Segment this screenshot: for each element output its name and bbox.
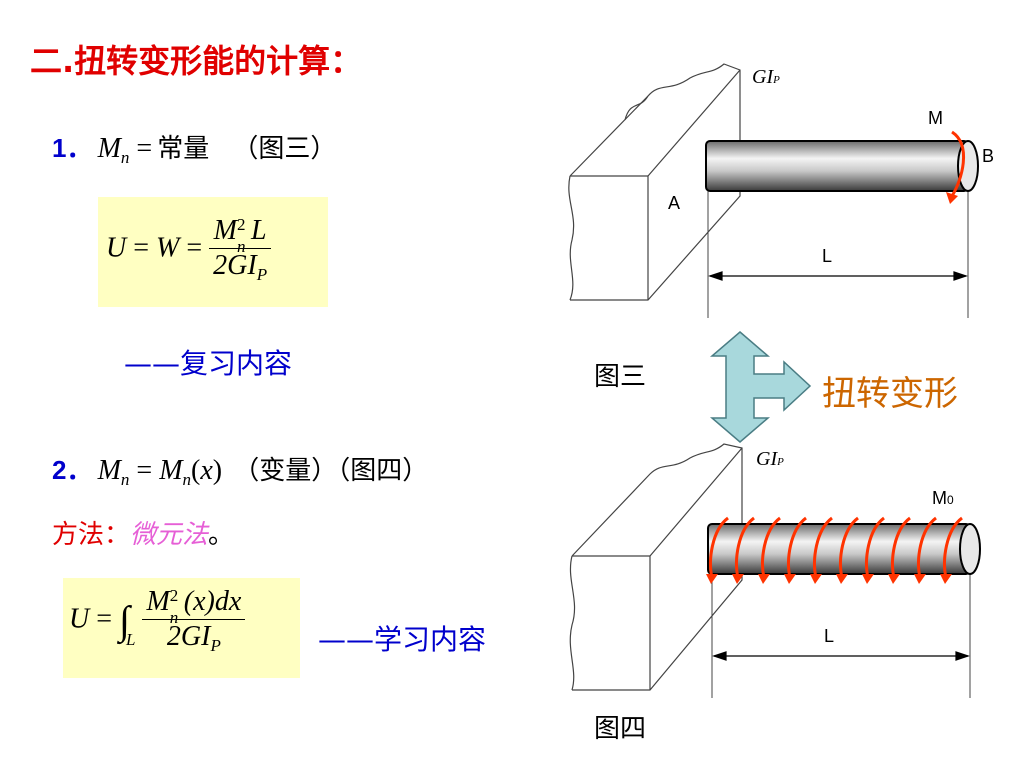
fig3-length-label: L	[822, 246, 833, 266]
item2-rhs-sub: n	[182, 470, 192, 489]
formula1-num-m: M	[213, 215, 237, 246]
item1-number: 1．	[52, 133, 93, 163]
fig4-shaft	[707, 523, 981, 575]
fig3-point-b: B	[982, 146, 995, 166]
item1-equals: =	[136, 133, 153, 164]
fig4-length-arrow	[712, 651, 970, 661]
fig3-caption: 图三	[594, 362, 647, 392]
fig4-distributed-torque	[709, 516, 963, 579]
slide-title: 二.扭转变形能的计算：	[30, 42, 363, 80]
method-line: 方法：微元法。	[52, 514, 234, 551]
fig3-wall	[568, 63, 741, 301]
formula1-sup: 2	[237, 215, 246, 234]
remark-learn: ——学习内容	[318, 623, 487, 656]
center-label: 扭转变形	[822, 374, 958, 414]
item2-number: 2．	[52, 455, 93, 485]
item2-rhs-arg: x	[200, 455, 213, 486]
integral-sub: L	[126, 630, 136, 650]
fig3-torque-arc	[950, 130, 966, 197]
method-value: 微元法	[130, 520, 209, 550]
fig4-length-label: L	[824, 626, 835, 646]
formula2-den-sub: P	[210, 636, 221, 655]
item1-note: （图三）	[232, 134, 337, 164]
item2-line: 2． Mn = Mn(x) （变量）（图四）	[52, 455, 429, 489]
item2-lhs-m: M	[97, 455, 121, 486]
item1-lhs-m: M	[97, 133, 121, 164]
formula1-sub: n	[237, 237, 246, 256]
integral-sign: ∫	[119, 597, 130, 643]
formula1-w: W	[156, 232, 180, 264]
fig4-torque-arrowheads	[706, 574, 952, 584]
fig3-length-arrow	[708, 271, 968, 281]
method-label: 方法：	[52, 520, 131, 550]
three-way-arrow	[709, 331, 812, 443]
item1-lhs-sub: n	[120, 148, 130, 167]
formula1-num-l: L	[251, 215, 267, 246]
formula2-num-rest: (x)dx	[183, 586, 242, 617]
fig4-gip-label: GIP	[756, 448, 784, 470]
item2-rhs-m: M	[159, 455, 183, 486]
item2-note: （变量）（图四）	[233, 456, 429, 486]
fig3-gip-label: GIP	[752, 66, 780, 88]
formula2-sup: 2	[169, 586, 179, 605]
fig3-torque-arrowhead	[946, 192, 958, 204]
formula2-den: 2GI	[166, 621, 211, 652]
formula2-u: U	[69, 603, 90, 635]
formula1-den: 2GI	[213, 250, 257, 281]
fig3-moment-label: M	[928, 108, 943, 128]
remark-review: ——复习内容	[124, 347, 293, 380]
fig4-caption: 图四	[594, 714, 647, 744]
formula2-sub: n	[169, 608, 179, 627]
formula2-num-m: M	[146, 586, 170, 617]
fig4-moment-label: M0	[932, 488, 954, 508]
formula1-den-sub: P	[256, 265, 268, 284]
item1-rhs: 常量	[157, 134, 210, 164]
fig3-shaft	[705, 140, 979, 192]
formula1-u: U	[106, 232, 127, 264]
fig3-point-a: A	[668, 193, 681, 213]
item2-lhs-sub: n	[120, 470, 130, 489]
method-end: 。	[208, 520, 235, 550]
item1-line: 1． Mn = 常量 （图三）	[52, 128, 336, 168]
fig4-wall	[569, 443, 743, 691]
